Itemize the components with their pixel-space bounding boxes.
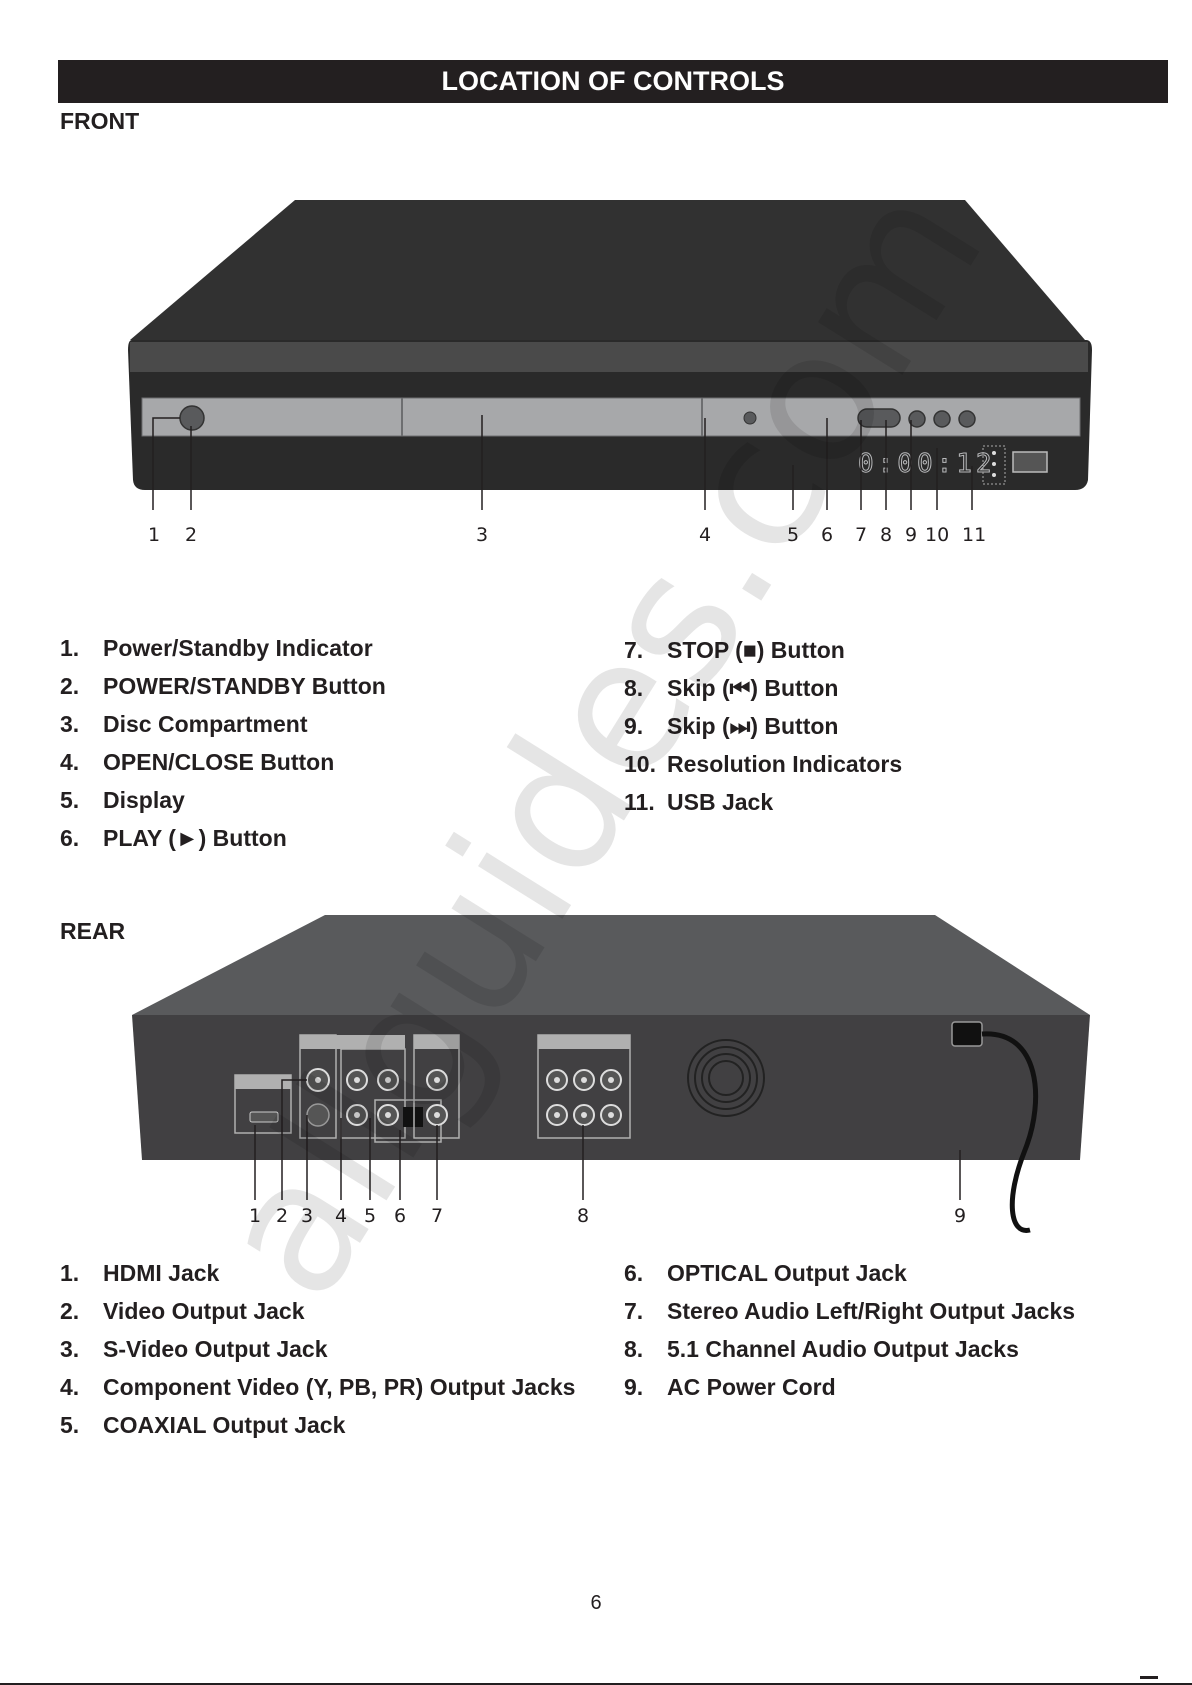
item-number: 3. <box>60 1336 80 1362</box>
list-item: 10. Resolution Indicators <box>624 749 902 787</box>
rear-callout-9: 9 <box>954 1205 966 1227</box>
list-item: 5. COAXIAL Output Jack <box>60 1410 575 1448</box>
corner-mark <box>1140 1676 1158 1679</box>
front-callout-11: 11 <box>962 524 986 546</box>
item-number: 4. <box>60 749 80 775</box>
item-number: 3. <box>60 711 80 737</box>
list-item: 6. PLAY (►) Button <box>60 823 386 861</box>
item-number: 2. <box>60 1298 80 1324</box>
front-callout-3: 3 <box>476 524 488 546</box>
list-item: 9. Skip (⏭) Button <box>624 711 902 749</box>
item-number: 2. <box>60 673 80 699</box>
front-panel-illustration: 0:00:12 1 2 3 4 5 6 7 8 9 10 11 <box>128 200 1092 546</box>
item-label: 5.1 Channel Audio Output Jacks <box>667 1336 1019 1362</box>
rear-panel-illustration: 1 2 3 4 5 6 7 8 9 <box>132 915 1090 1233</box>
item-label: OPEN/CLOSE Button <box>103 749 335 775</box>
rear-callout-6: 6 <box>394 1205 406 1227</box>
item-label: Disc Compartment <box>103 711 308 737</box>
item-label: STOP (■) Button <box>667 637 845 663</box>
rear-items-right: 6. OPTICAL Output Jack 7. Stereo Audio Lef… <box>624 1258 1075 1410</box>
item-label: COAXIAL Output Jack <box>103 1412 346 1438</box>
rear-callout-3: 3 <box>301 1205 313 1227</box>
page-title: LOCATION OF CONTROLS <box>58 60 1168 103</box>
list-item: 4. OPEN/CLOSE Button <box>60 747 386 785</box>
rear-callout-8: 8 <box>577 1205 589 1227</box>
item-number: 1. <box>60 1260 80 1286</box>
list-item: 7. Stereo Audio Left/Right Output Jacks <box>624 1296 1075 1334</box>
front-callout-9: 9 <box>905 524 917 546</box>
rear-callout-5: 5 <box>364 1205 376 1227</box>
item-label: HDMI Jack <box>103 1260 220 1286</box>
item-label: PLAY (►) Button <box>103 825 287 851</box>
item-label: Power/Standby Indicator <box>103 635 373 661</box>
item-label: Stereo Audio Left/Right Output Jacks <box>667 1298 1076 1324</box>
item-label: AC Power Cord <box>667 1374 836 1400</box>
item-number: 5. <box>60 1412 80 1438</box>
item-label: USB Jack <box>667 789 774 815</box>
item-label: Display <box>103 787 185 813</box>
list-item: 9. AC Power Cord <box>624 1372 1075 1410</box>
list-item: 1. HDMI Jack <box>60 1258 575 1296</box>
list-item: 11. USB Jack <box>624 787 902 825</box>
list-item: 3. Disc Compartment <box>60 709 386 747</box>
item-label: Video Output Jack <box>103 1298 305 1324</box>
front-items-right: 7. STOP (■) Button 8. Skip (⏮) Button 9. Sk… <box>624 635 902 825</box>
item-number: 6. <box>60 825 80 851</box>
list-item: 5. Display <box>60 785 386 823</box>
page-number: 6 <box>590 1592 602 1614</box>
item-number: 11. <box>624 789 655 815</box>
rear-callout-1: 1 <box>249 1205 261 1227</box>
list-item: 2. Video Output Jack <box>60 1296 575 1334</box>
front-callout-1: 1 <box>148 524 160 546</box>
rear-callout-2: 2 <box>276 1205 288 1227</box>
rear-callout-4: 4 <box>335 1205 347 1227</box>
list-item: 3. S-Video Output Jack <box>60 1334 575 1372</box>
item-label: Resolution Indicators <box>667 751 903 777</box>
front-callout-2: 2 <box>185 524 197 546</box>
front-callout-8: 8 <box>880 524 892 546</box>
list-item: 4. Component Video (Y, PB, PR) Output Jac… <box>60 1372 575 1410</box>
list-item: 2. POWER/STANDBY Button <box>60 671 386 709</box>
front-callout-4: 4 <box>699 524 711 546</box>
list-item: 8. 5.1 Channel Audio Output Jacks <box>624 1334 1075 1372</box>
item-label: Skip (⏮) Button <box>667 675 839 701</box>
item-number: 9. <box>624 1374 644 1400</box>
front-callout-6: 6 <box>821 524 833 546</box>
item-number: 9. <box>624 713 644 739</box>
item-label: S-Video Output Jack <box>103 1336 328 1362</box>
rear-callouts: 1 2 3 4 5 6 7 8 9 <box>249 1205 966 1227</box>
display-readout: 0:00:12 <box>858 449 996 479</box>
list-item: 1. Power/Standby Indicator <box>60 633 386 671</box>
item-number: 6. <box>624 1260 644 1286</box>
front-callout-7: 7 <box>855 524 867 546</box>
item-number: 7. <box>624 637 644 663</box>
item-number: 7. <box>624 1298 644 1324</box>
bottom-rule <box>0 1683 1192 1685</box>
item-number: 1. <box>60 635 80 661</box>
item-label: OPTICAL Output Jack <box>667 1260 907 1286</box>
list-item: 8. Skip (⏮) Button <box>624 673 902 711</box>
item-number: 4. <box>60 1374 80 1400</box>
rear-callout-7: 7 <box>431 1205 443 1227</box>
item-label: POWER/STANDBY Button <box>103 673 386 699</box>
list-item: 7. STOP (■) Button <box>624 635 902 673</box>
front-callout-10: 10 <box>925 524 949 546</box>
item-number: 10. <box>624 751 656 777</box>
item-number: 8. <box>624 675 644 701</box>
item-label: Component Video (Y, PB, PR) Output Jacks <box>103 1374 576 1400</box>
front-callouts: 1 2 3 4 5 6 7 8 9 10 11 <box>148 524 986 546</box>
front-items-left: 1. Power/Standby Indicator 2. POWER/STANDB… <box>60 633 386 861</box>
item-number: 5. <box>60 787 80 813</box>
item-label: Skip (⏭) Button <box>667 713 839 739</box>
item-number: 8. <box>624 1336 644 1362</box>
rear-heading: REAR <box>60 918 126 944</box>
front-heading: FRONT <box>60 108 140 134</box>
rear-items-left: 1. HDMI Jack 2. Video Output Jack 3. S-Vide… <box>60 1258 575 1448</box>
list-item: 6. OPTICAL Output Jack <box>624 1258 1075 1296</box>
front-callout-5: 5 <box>787 524 799 546</box>
